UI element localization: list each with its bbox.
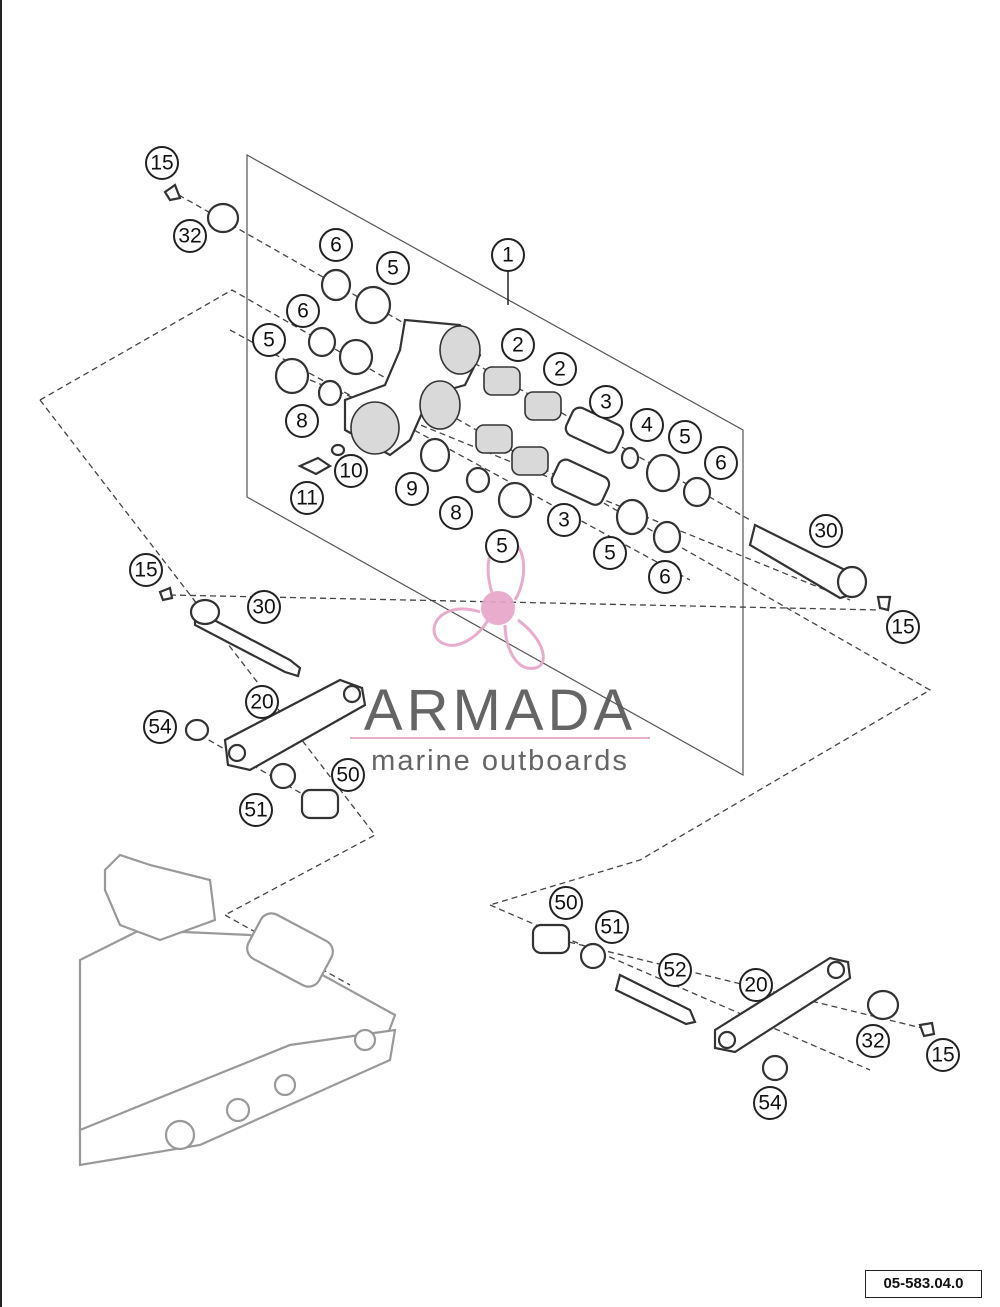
callout-text: 6 [330, 234, 342, 257]
callout-51b: 51 [595, 910, 629, 944]
callout-32a: 32 [173, 219, 207, 253]
propeller-hub [481, 591, 515, 625]
callout-5c: 5 [668, 420, 702, 454]
page-left-border [0, 0, 2, 1307]
callout-1: 1 [491, 238, 525, 305]
callout-11: 11 [290, 481, 324, 515]
callout-3a: 3 [589, 385, 623, 419]
callout-15c: 15 [129, 553, 163, 587]
callout-text: 3 [600, 391, 612, 414]
callout-text: 3 [558, 509, 570, 532]
callout-30a: 30 [809, 514, 843, 548]
bolts-and-nuts [158, 183, 936, 1082]
callout-text: 10 [339, 460, 362, 483]
callout-15a: 15 [145, 146, 179, 180]
watermark-title: ARMADA [364, 678, 636, 743]
callout-5d: 5 [485, 529, 519, 563]
callout-8b: 8 [439, 496, 473, 530]
callout-text: 5 [496, 535, 508, 558]
callout-text: 6 [659, 566, 671, 589]
callout-text: 52 [663, 959, 686, 982]
armada-watermark: ARMADA marine outboards [350, 536, 650, 777]
callout-text: 5 [604, 542, 616, 565]
callout-5e: 5 [593, 536, 627, 570]
callout-text: 11 [296, 487, 318, 510]
callout-labels: 1 2 2 3 3 4 5 5 5 5 5 6 6 6 6 8 8 9 10 1… [129, 146, 960, 1120]
callout-2b: 2 [543, 352, 577, 386]
callout-text: 20 [744, 974, 767, 997]
callout-20a: 20 [245, 685, 279, 719]
propeller-blade-right [503, 618, 545, 670]
callout-50a: 50 [331, 758, 365, 792]
callout-text: 2 [554, 358, 566, 381]
callout-text: 30 [252, 596, 275, 619]
propeller-blade-left [432, 607, 490, 647]
callout-20b: 20 [739, 968, 773, 1002]
callout-text: 54 [148, 716, 172, 739]
callout-5b: 5 [252, 323, 286, 357]
callout-8a: 8 [285, 404, 319, 438]
callout-text: 5 [263, 329, 275, 352]
linkage-lever [343, 318, 482, 457]
callout-text: 6 [715, 452, 727, 475]
callout-51a: 51 [239, 793, 273, 827]
callout-30b: 30 [247, 590, 281, 624]
callout-text: 32 [861, 1030, 884, 1053]
callout-text: 6 [297, 300, 309, 323]
callout-text: 20 [250, 691, 273, 714]
callout-54b: 54 [753, 1086, 787, 1120]
callout-6a: 6 [319, 228, 353, 262]
assembly-outline [39, 153, 932, 1071]
callout-6b: 6 [286, 294, 320, 328]
tie-rods [223, 678, 852, 1054]
callout-text: 50 [554, 892, 577, 915]
bearing-parts [274, 268, 712, 554]
swing-arm-frame [78, 853, 397, 1167]
callout-3b: 3 [547, 503, 581, 537]
callout-5a: 5 [376, 251, 410, 285]
callout-text: 5 [387, 257, 399, 280]
callout-2a: 2 [501, 328, 535, 362]
callout-text: 51 [600, 916, 623, 939]
callout-text: 15 [931, 1044, 954, 1067]
callout-text: 54 [758, 1092, 782, 1115]
callout-4: 4 [630, 408, 664, 442]
callout-32b: 32 [856, 1024, 890, 1058]
callout-50b: 50 [549, 886, 583, 920]
watermark-subtitle: marine outboards [371, 745, 629, 777]
callout-text: 51 [244, 799, 267, 822]
callout-6c: 6 [704, 446, 738, 480]
callout-text: 2 [512, 334, 524, 357]
callout-9: 9 [395, 472, 429, 506]
callout-text: 4 [641, 414, 653, 437]
callout-text: 50 [336, 764, 359, 787]
callout-52: 52 [658, 953, 692, 987]
callout-text: 5 [679, 426, 691, 449]
callout-text: 15 [150, 152, 173, 175]
callout-text: 32 [178, 225, 201, 248]
callout-text: 9 [406, 478, 418, 501]
callout-text: 8 [296, 410, 308, 433]
callout-15d: 15 [926, 1038, 960, 1072]
callout-15b: 15 [886, 610, 920, 644]
callout-text: 15 [891, 616, 914, 639]
propeller-logo [432, 536, 545, 670]
callout-10: 10 [334, 454, 368, 488]
callout-6d: 6 [648, 560, 682, 594]
diagram-code: 05-583.04.0 [865, 1270, 982, 1298]
callout-text: 8 [450, 502, 462, 525]
callout-54a: 54 [143, 710, 177, 744]
callout-text: 1 [502, 244, 514, 267]
callout-text: 30 [814, 520, 837, 543]
callout-text: 15 [134, 559, 157, 582]
